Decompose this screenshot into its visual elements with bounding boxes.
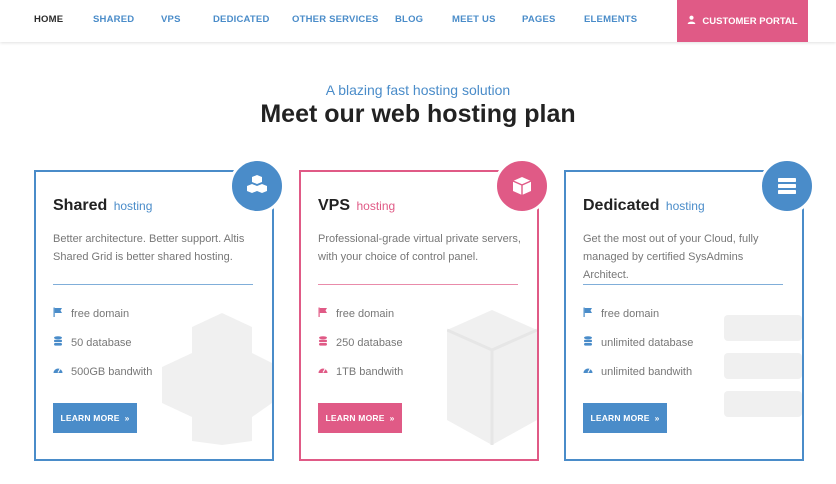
cubes-watermark-icon: [162, 313, 272, 445]
nav-pages[interactable]: PAGES: [522, 14, 556, 25]
learn-more-button[interactable]: LEARN MORE »: [318, 403, 402, 433]
learn-more-button[interactable]: LEARN MORE »: [53, 403, 137, 433]
chevron-double-right-icon: »: [389, 413, 395, 423]
feature-label: free domain: [601, 307, 660, 320]
cube-icon: [494, 158, 550, 214]
learn-more-label: LEARN MORE: [60, 413, 120, 423]
learn-more-button[interactable]: LEARN MORE »: [583, 403, 667, 433]
feature-label: 1TB bandwith: [336, 365, 404, 378]
plan-card-vps: VPS hosting Professional-grade virtual p…: [299, 170, 539, 461]
feature-label: 500GB bandwith: [71, 365, 153, 378]
feature-item: 1TB bandwith: [318, 365, 403, 378]
plan-name: Shared: [53, 197, 108, 214]
nav-blog[interactable]: BLOG: [395, 14, 424, 25]
divider: [318, 284, 518, 285]
cube-watermark-icon: [447, 310, 537, 445]
flag-icon: [53, 307, 63, 320]
nav-home[interactable]: HOME: [34, 14, 64, 25]
feature-label: unlimited database: [601, 336, 694, 349]
feature-item: free domain: [318, 307, 394, 320]
chevron-double-right-icon: »: [124, 413, 130, 423]
flag-icon: [318, 307, 328, 320]
plan-type: hosting: [665, 199, 705, 213]
plan-description: Better architecture. Better support. Alt…: [53, 233, 245, 263]
nav-shared[interactable]: SHARED: [93, 14, 135, 25]
divider: [583, 284, 783, 285]
section-subtitle: A blazing fast hosting solution: [325, 82, 511, 98]
feature-item: unlimited database: [583, 336, 693, 349]
learn-more-label: LEARN MORE: [590, 413, 650, 423]
plan-type: hosting: [356, 199, 396, 213]
feature-label: unlimited bandwith: [601, 365, 693, 378]
plan-title: VPS hosting: [318, 197, 395, 215]
database-icon: [583, 336, 593, 349]
chevron-double-right-icon: »: [654, 413, 660, 423]
server-icon: [759, 158, 815, 214]
customer-portal-button[interactable]: CUSTOMER PORTAL: [677, 0, 808, 42]
feature-item: 500GB bandwith: [53, 365, 152, 378]
plan-title: Dedicated hosting: [583, 197, 705, 215]
nav-dedicated[interactable]: DEDICATED: [213, 14, 270, 25]
database-icon: [318, 336, 328, 349]
feature-item: unlimited bandwith: [583, 365, 692, 378]
plan-title: Shared hosting: [53, 197, 152, 215]
gauge-icon: [583, 365, 593, 378]
section-title: Meet our web hosting plan: [260, 100, 576, 128]
gauge-icon: [318, 365, 328, 378]
feature-item: 250 database: [318, 336, 403, 349]
feature-item: 50 database: [53, 336, 132, 349]
nav-meet-us[interactable]: MEET US: [452, 14, 496, 25]
plan-description: Get the most out of your Cloud, fully ma…: [583, 233, 759, 281]
customer-portal-label: CUSTOMER PORTAL: [702, 15, 798, 27]
feature-item: free domain: [53, 307, 129, 320]
nav-elements[interactable]: ELEMENTS: [584, 14, 638, 25]
plan-name: Dedicated: [583, 197, 660, 214]
nav-vps[interactable]: VPS: [161, 14, 181, 25]
plan-name: VPS: [318, 197, 351, 214]
gauge-icon: [53, 365, 63, 378]
plan-type: hosting: [113, 199, 153, 213]
feature-label: 250 database: [336, 336, 403, 349]
top-navigation: HOME SHARED VPS DEDICATED OTHER SERVICES…: [0, 0, 836, 42]
database-icon: [53, 336, 63, 349]
flag-icon: [583, 307, 593, 320]
cubes-icon: [229, 158, 285, 214]
user-icon: [687, 15, 696, 27]
learn-more-label: LEARN MORE: [325, 413, 385, 423]
feature-label: free domain: [71, 307, 130, 320]
feature-item: free domain: [583, 307, 659, 320]
feature-label: 50 database: [71, 336, 132, 349]
nav-other-services[interactable]: OTHER SERVICES: [292, 14, 379, 25]
feature-label: free domain: [336, 307, 395, 320]
server-watermark-icon: [724, 315, 802, 417]
plan-card-dedicated: Dedicated hosting Get the most out of yo…: [564, 170, 804, 461]
plan-description: Professional-grade virtual private serve…: [318, 233, 521, 263]
divider: [53, 284, 253, 285]
plan-card-shared: Shared hosting Better architecture. Bett…: [34, 170, 274, 461]
